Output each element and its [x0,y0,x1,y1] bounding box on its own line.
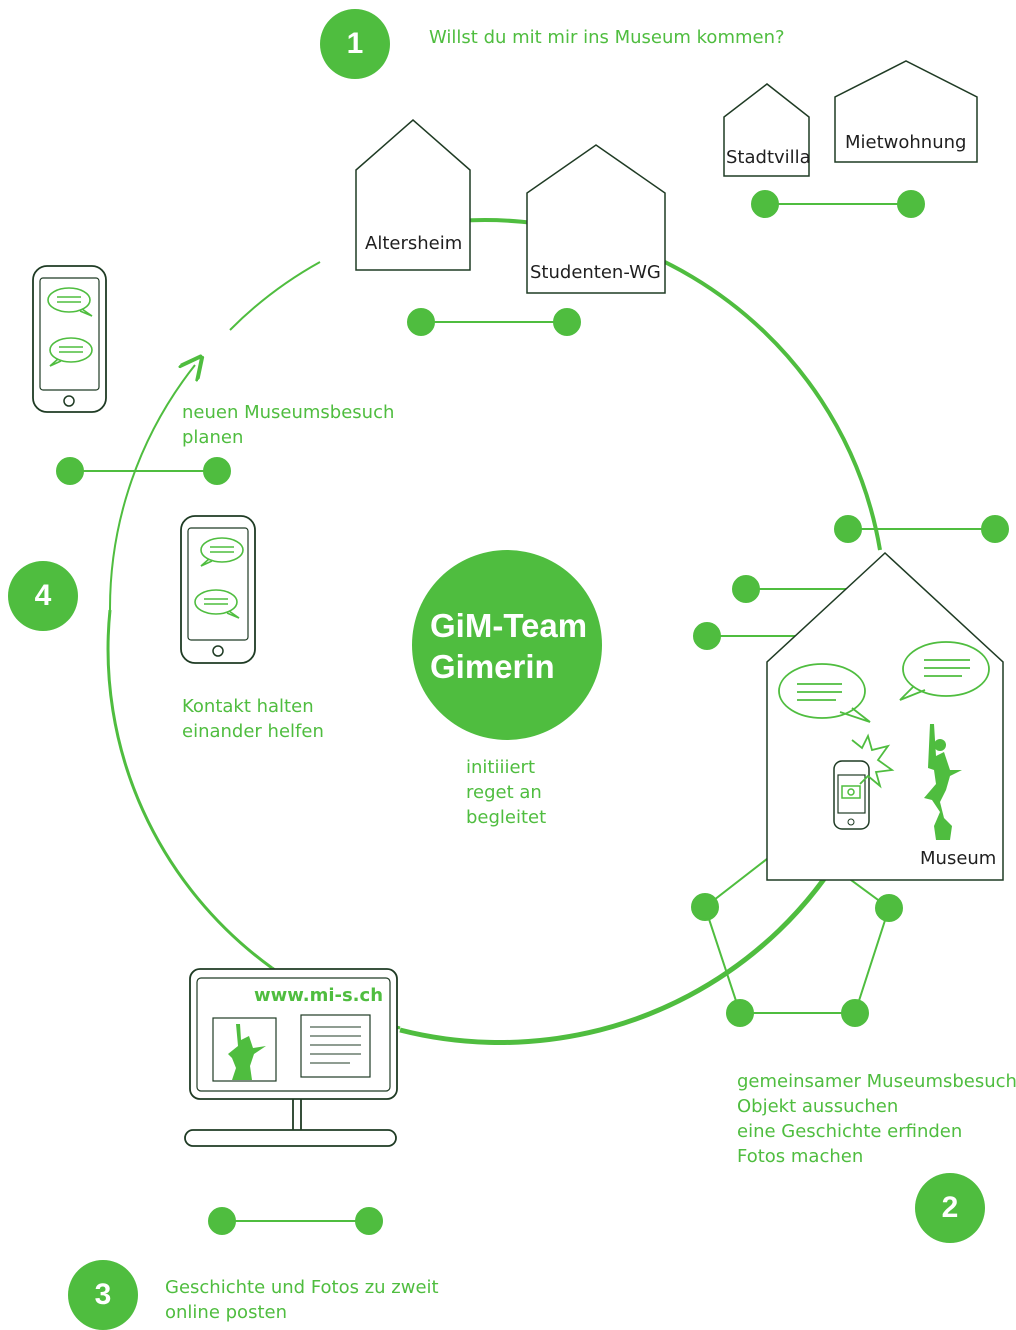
step-4-text: neuen Museumsbesuch planen [182,402,395,448]
center-caption: initiiiert reget an begleitet [466,757,547,828]
house-icon [834,60,978,163]
gim-team-circle: GiM-Team Gimerin [412,550,602,740]
connector-top [407,308,581,336]
camera-phone-icon [833,733,895,830]
house-icon [355,119,471,271]
house-label-stadtvilla: Stadtvilla [726,147,811,168]
step-1-text: Willst du mit mir ins Museum kommen? [429,27,785,48]
house-label-mietwohnung: Mietwohnung [845,132,967,153]
contact-text: Kontakt halten einander helfen [182,696,324,742]
center-line-2: Gimerin [430,648,555,685]
house-icon [526,144,666,294]
phone-chat-icon [180,515,256,664]
step-2-text: gemeinsamer Museumsbesuch: Objekt aussuc… [737,1071,1016,1167]
house-label-museum: Museum [920,848,997,869]
step-3-badge: 3 [68,1260,138,1330]
center-line-1: GiM-Team [430,607,588,644]
house-label-altersheim: Altersheim [365,233,463,254]
connector-bottom [208,1207,383,1235]
connector-right-1 [834,515,1009,543]
museum-icon [766,551,1004,881]
step-3-text: Geschichte und Fotos zu zweit online pos… [165,1277,439,1323]
house-label-studenten-wg: Studenten-WG [530,262,661,283]
statue-icon [924,724,962,840]
website-url: www.mi-s.ch [254,985,384,1006]
speech-bubble-icon [778,663,871,723]
computer-monitor-icon [184,968,398,1147]
phone-chat-icon [32,265,107,413]
connector-top-right [751,190,925,218]
house-icon [723,83,810,177]
speech-bubble-icon [899,641,990,701]
step-4-badge: 4 [8,561,78,631]
step-1-badge: 1 [320,9,390,79]
step-2-badge: 2 [915,1173,985,1243]
connector-left [56,457,231,485]
